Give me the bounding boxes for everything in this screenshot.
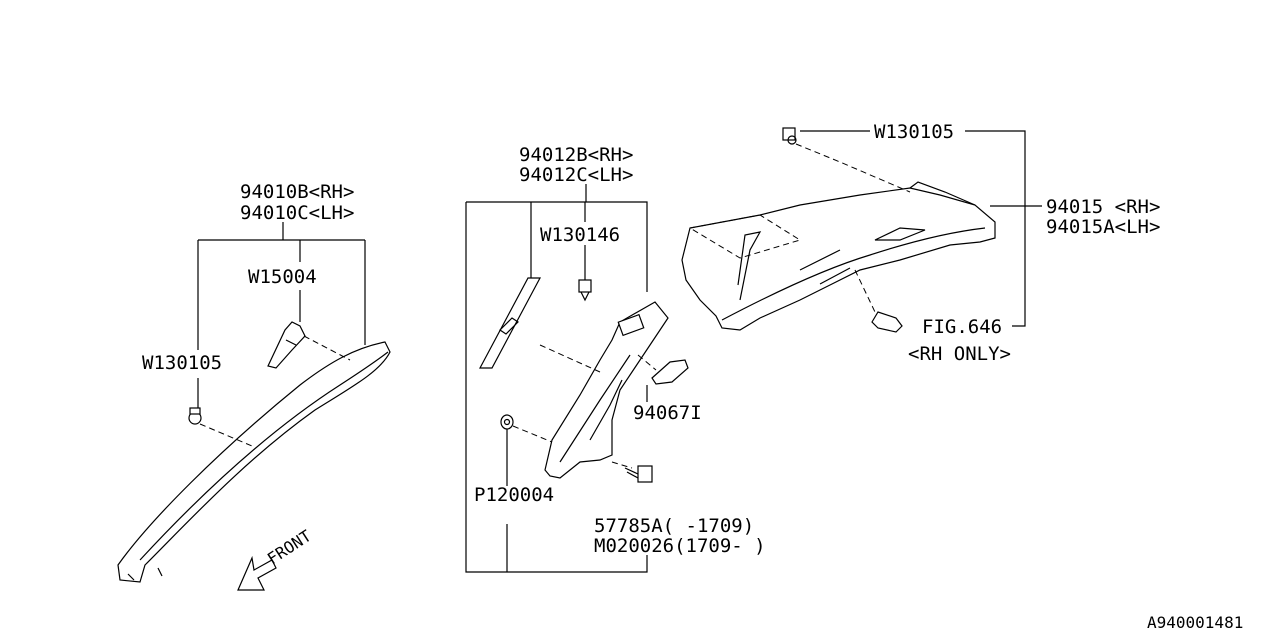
front-pillar-clip-a-label: W15004 (248, 266, 317, 288)
front-pillar-part-rh: 94010B<RH> (240, 181, 354, 203)
center-pillar-clip-label: W130146 (540, 224, 620, 246)
rear-pillar-dash-a (795, 143, 911, 193)
rear-pillar-clip-label: W130105 (874, 121, 954, 143)
rear-pillar-group: W130105 94015 <RH> 94015A<LH> FIG.646 <R… (681, 121, 1160, 365)
rear-pillar-dash-c (854, 269, 876, 313)
clip-w15004-shape (267, 321, 306, 369)
front-direction-indicator: FRONT (237, 526, 315, 591)
cover-94067i-shape (651, 359, 689, 385)
rear-pillar-leader (800, 130, 1042, 327)
center-pillar-bolt-a-label: 57785A( -1709) (594, 515, 754, 537)
rear-pillar-fig-note: <RH ONLY> (908, 343, 1011, 365)
center-pillar-cover-label: 94067I (633, 402, 702, 424)
diagram-id: A940001481 (1147, 613, 1243, 632)
center-pillar-upper-panel (479, 277, 541, 369)
clip-w130105-head (189, 407, 201, 415)
center-pillar-part-lh: 94012C<LH> (519, 164, 633, 186)
front-arrow-icon (237, 555, 277, 591)
center-pillar-leader (465, 184, 648, 573)
rear-pillar-trim (681, 187, 996, 331)
front-pillar-dash-a (303, 335, 351, 361)
center-pillar-dash-a (539, 344, 601, 373)
bolt-57785a-shape (624, 465, 653, 483)
front-pillar-group: 94010B<RH> 94010C<LH> W15004 W130105 (117, 181, 391, 583)
rear-clip-w130105-shape (782, 127, 796, 141)
front-label: FRONT (264, 526, 315, 568)
center-pillar-bolt-b-label: M020026(1709- ) (594, 535, 766, 557)
center-pillar-group: 94012B<RH> 94012C<LH> W130146 94067I P12… (465, 144, 766, 573)
center-pillar-dash-b (512, 425, 553, 443)
clip-w130146-shape (578, 279, 592, 293)
center-pillar-washer-label: P120004 (474, 484, 554, 506)
rear-pillar-part-lh: 94015A<LH> (1046, 216, 1160, 238)
front-pillar-part-lh: 94010C<LH> (240, 202, 354, 224)
rear-connector-shape (871, 311, 903, 333)
front-pillar-leader (197, 222, 366, 412)
center-pillar-dash-c (611, 461, 633, 469)
front-pillar-clip-b-label: W130105 (142, 352, 222, 374)
washer-p120004-shape (500, 414, 514, 430)
front-pillar-trim (117, 341, 391, 583)
center-pillar-dash-d (637, 354, 657, 371)
rear-pillar-dash-b (688, 214, 802, 259)
center-pillar-part-rh: 94012B<RH> (519, 144, 633, 166)
rear-pillar-fig-ref: FIG.646 (922, 316, 1002, 338)
rear-pillar-part-rh: 94015 <RH> (1046, 196, 1160, 218)
